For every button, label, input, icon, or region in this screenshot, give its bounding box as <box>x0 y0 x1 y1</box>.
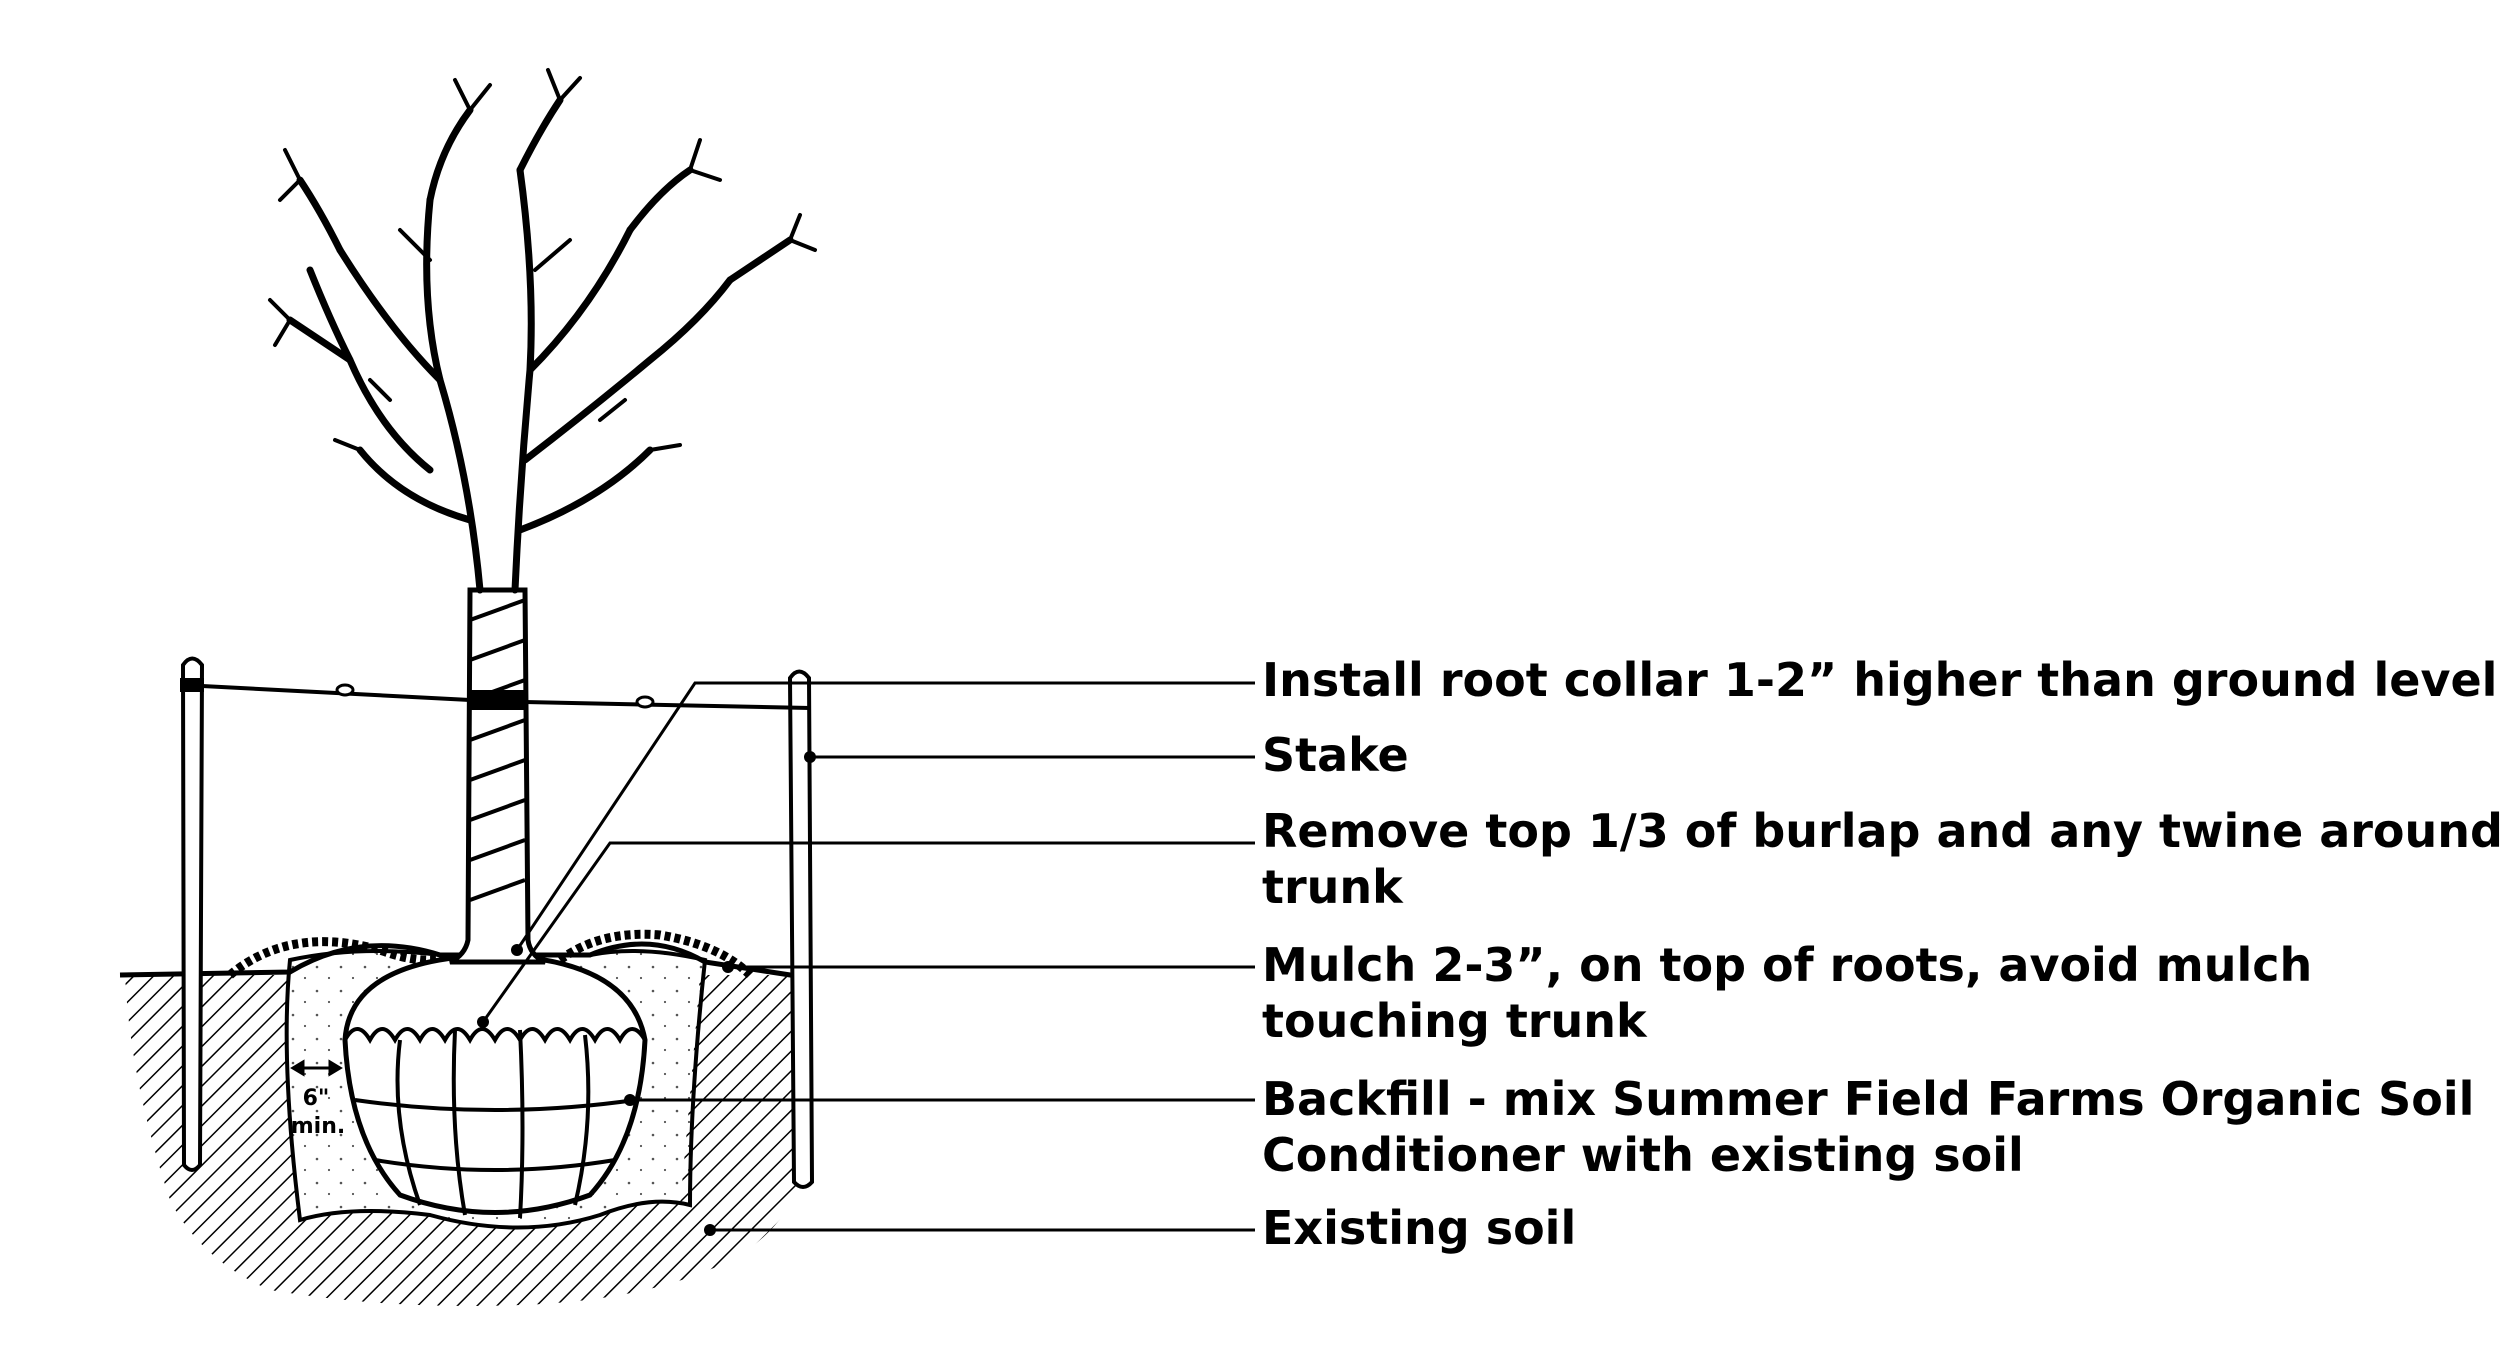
dimension-value: 6" <box>303 1086 330 1111</box>
leader-lines <box>481 681 1255 1232</box>
dimension-arrow <box>290 1059 343 1077</box>
label-backfill: Backfill - mix Summer Field Farms Organi… <box>1262 1072 2475 1182</box>
left-stake <box>180 656 205 1172</box>
label-root-collar: Install root collar 1-2” higher than gro… <box>1262 653 2498 707</box>
leader-dots <box>477 751 816 1236</box>
guy-wire <box>180 678 811 710</box>
leader-burlap <box>481 841 1255 1023</box>
label-burlap: Remove top 1/3 of burlap and any twine a… <box>1262 804 2502 914</box>
existing-soil <box>125 975 810 1306</box>
root-ball <box>342 952 648 1215</box>
right-stake <box>787 669 815 1189</box>
label-existing-soil: Existing soil <box>1262 1201 1577 1255</box>
dimension-unit: min. <box>291 1114 345 1139</box>
label-mulch: Mulch 2-3”, on top of roots, avoid mulch… <box>1262 938 2313 1048</box>
mulch-layer <box>227 929 754 979</box>
burlap-edge <box>343 1027 647 1045</box>
label-stake: Stake <box>1262 728 1409 782</box>
tree-branches <box>286 96 794 594</box>
tree-twigs <box>268 68 817 452</box>
ground-line <box>119 941 811 981</box>
wire-basket <box>354 1029 636 1219</box>
leader-root-collar <box>515 681 1255 951</box>
tree-trunk <box>448 587 547 965</box>
